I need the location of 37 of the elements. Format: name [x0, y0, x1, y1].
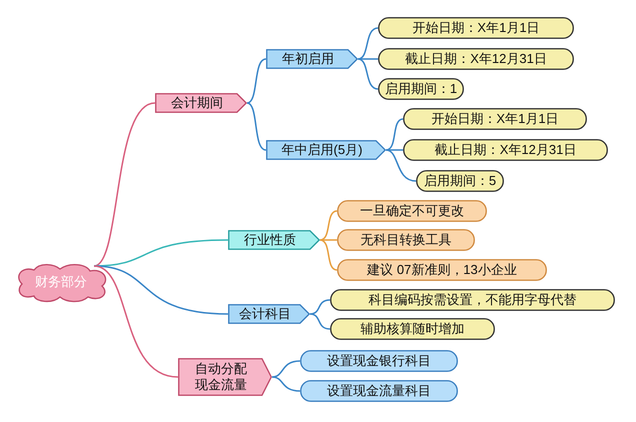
branch-line — [272, 360, 300, 378]
subtopic-box: 设置现金银行科目 — [300, 350, 458, 372]
branch-line — [246, 58, 266, 104]
branch-line — [358, 27, 378, 60]
subtopic-box: 设置现金流量科目 — [300, 380, 458, 402]
topic-arrow-box: 年中启用(5月) — [266, 140, 386, 160]
topic-arrow-box: 年初启用 — [266, 49, 358, 69]
branch-line — [358, 58, 378, 90]
branch-line — [386, 118, 404, 151]
subtopic-box: 建议 07新准则，13小企业 — [337, 259, 547, 281]
topic-arrow-box: 自动分配现金流量 — [178, 358, 272, 396]
subtopic-box: 一旦确定不可更改 — [337, 200, 487, 222]
branch-line — [310, 299, 330, 315]
branch-line — [386, 149, 416, 182]
subtopic-box: 截止日期：X年12月31日 — [378, 48, 574, 70]
branch-line — [358, 58, 378, 60]
subtopic-box: 无科目转换工具 — [337, 229, 475, 251]
branch-line — [94, 102, 156, 267]
subtopic-box: 开始日期：X年1月1日 — [403, 108, 587, 130]
subtopic-box: 启用期间：1 — [378, 78, 464, 100]
branch-line — [386, 149, 403, 151]
subtopic-box: 启用期间：5 — [416, 170, 504, 192]
branch-line — [310, 313, 330, 330]
subtopic-box: 科目编码按需设置，不能用字母代替 — [330, 289, 615, 311]
branch-line — [320, 239, 338, 271]
branch-line — [246, 102, 266, 151]
branch-line — [272, 376, 300, 392]
topic-arrow-box: 会计期间 — [155, 93, 247, 113]
branch-line — [94, 265, 178, 378]
subtopic-box: 辅助核算随时增加 — [330, 318, 495, 340]
subtopic-box: 截止日期：X年12月31日 — [403, 139, 608, 161]
topic-arrow-box: 会计科目 — [228, 304, 310, 324]
topic-arrow-box: 行业性质 — [228, 230, 320, 250]
branch-line — [94, 239, 228, 267]
branch-line — [320, 239, 337, 241]
branch-line — [320, 210, 338, 241]
subtopic-box: 开始日期：X年1月1日 — [378, 17, 574, 39]
